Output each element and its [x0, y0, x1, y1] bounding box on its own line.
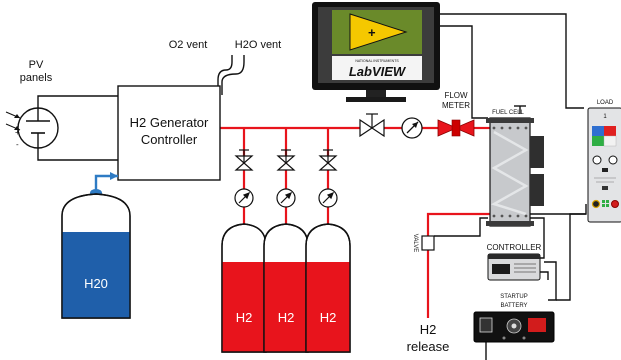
- h2-release-label-1: H2: [420, 322, 437, 337]
- load-device: 1: [587, 107, 621, 223]
- labview-small-text: NATIONAL INSTRUMENTS: [355, 59, 399, 63]
- load-terminal-black: [591, 199, 601, 209]
- generator-label-1: H2 Generator: [130, 115, 209, 130]
- labview-logo-text: LabVIEW: [349, 64, 407, 79]
- water-tank: H20: [61, 193, 131, 319]
- pv-label-1: PV: [29, 59, 44, 71]
- pv-label-2: panels: [20, 72, 53, 84]
- pv-minus: -: [16, 140, 19, 149]
- load-knob-1: [592, 155, 602, 165]
- fc-valve-wire: [434, 217, 488, 237]
- startup-battery: [473, 311, 555, 343]
- battery-label-1: STARTUP: [500, 294, 527, 300]
- load-blue-block: [592, 126, 604, 136]
- controller-label: CONTROLLER: [487, 243, 542, 252]
- h2-cylinder-3: H2: [305, 223, 351, 353]
- cylinder-gauges: [234, 188, 338, 208]
- fuel-cell-label: FUEL CELL: [492, 110, 524, 116]
- flow-meter-label-2: METER: [442, 101, 470, 110]
- load-switch: [602, 168, 608, 172]
- monitor-wire-1: [440, 25, 488, 119]
- h2o-vent-pipe: [221, 55, 245, 95]
- pv-wire-bottom: [37, 148, 118, 161]
- fuel-cell: [486, 117, 544, 227]
- o2-vent-label: O2 vent: [169, 39, 208, 51]
- valve-label: VALVE: [412, 234, 418, 252]
- pv-panel-symbol: + -: [5, 107, 59, 149]
- labview-plus: +: [368, 25, 376, 40]
- load-red-block: [604, 126, 616, 136]
- battery-switch: [479, 317, 493, 333]
- water-fill: [62, 232, 130, 318]
- release-valve: [421, 235, 435, 251]
- controller-battery-wire: [544, 261, 557, 301]
- controller-battery-wire-2: [540, 271, 549, 280]
- fuel-cell-fan-2: [530, 174, 544, 206]
- load-digit: 1: [603, 114, 607, 120]
- load-knob-2: [608, 155, 618, 165]
- cylinder-valves: [234, 149, 338, 171]
- load-white-block: [603, 135, 617, 147]
- h2-release-label-2: release: [407, 339, 450, 354]
- fc-controller-wire: [530, 217, 545, 259]
- o2-vent-pipe: [217, 55, 233, 95]
- load-terminal-red: [611, 200, 619, 208]
- labview-logo-area: [332, 56, 422, 80]
- load-green-block: [592, 136, 604, 146]
- fuel-cell-top-plate: [486, 118, 534, 123]
- battery-load-wire: [556, 213, 586, 301]
- fuel-cell-fan-1: [530, 136, 544, 168]
- water-tank-label: H20: [84, 276, 108, 291]
- generator-box: [117, 85, 221, 181]
- flow-meter-label-1: FLOW: [444, 91, 468, 100]
- water-inlet-pipe: [94, 174, 118, 192]
- battery-label-2: BATTERY: [500, 303, 527, 309]
- h2-cylinder-2: H2: [263, 223, 309, 353]
- generator-label-2: Controller: [141, 132, 198, 147]
- monitor-neck: [366, 90, 386, 98]
- labview-monitor: + NATIONAL INSTRUMENTS LabVIEW: [312, 2, 440, 102]
- monitor-wire-2: [440, 13, 584, 109]
- h2o-vent-label: H2O vent: [235, 39, 281, 51]
- pv-wire-top: [37, 95, 118, 108]
- water-inlet-arrow: [110, 172, 118, 180]
- h2-return-line: [426, 212, 490, 236]
- load-label: LOAD: [597, 100, 614, 106]
- electrical-wiring: [37, 13, 587, 360]
- pv-plus: +: [15, 128, 20, 137]
- cylinder-2-label: H2: [278, 310, 295, 325]
- controller-display: [492, 264, 510, 274]
- h2-cylinder-1: H2: [221, 223, 267, 353]
- battery-terminal: [528, 318, 546, 332]
- fuel-cell-channels: [490, 130, 529, 216]
- cylinder-3-label: H2: [320, 310, 337, 325]
- controller-device: [487, 253, 541, 281]
- flow-meter: [437, 119, 475, 137]
- monitor-base: [346, 97, 406, 102]
- fuel-cell-bottom-plate: [486, 221, 534, 226]
- labview-triangle-icon: [349, 13, 408, 51]
- cylinder-1-label: H2: [236, 310, 253, 325]
